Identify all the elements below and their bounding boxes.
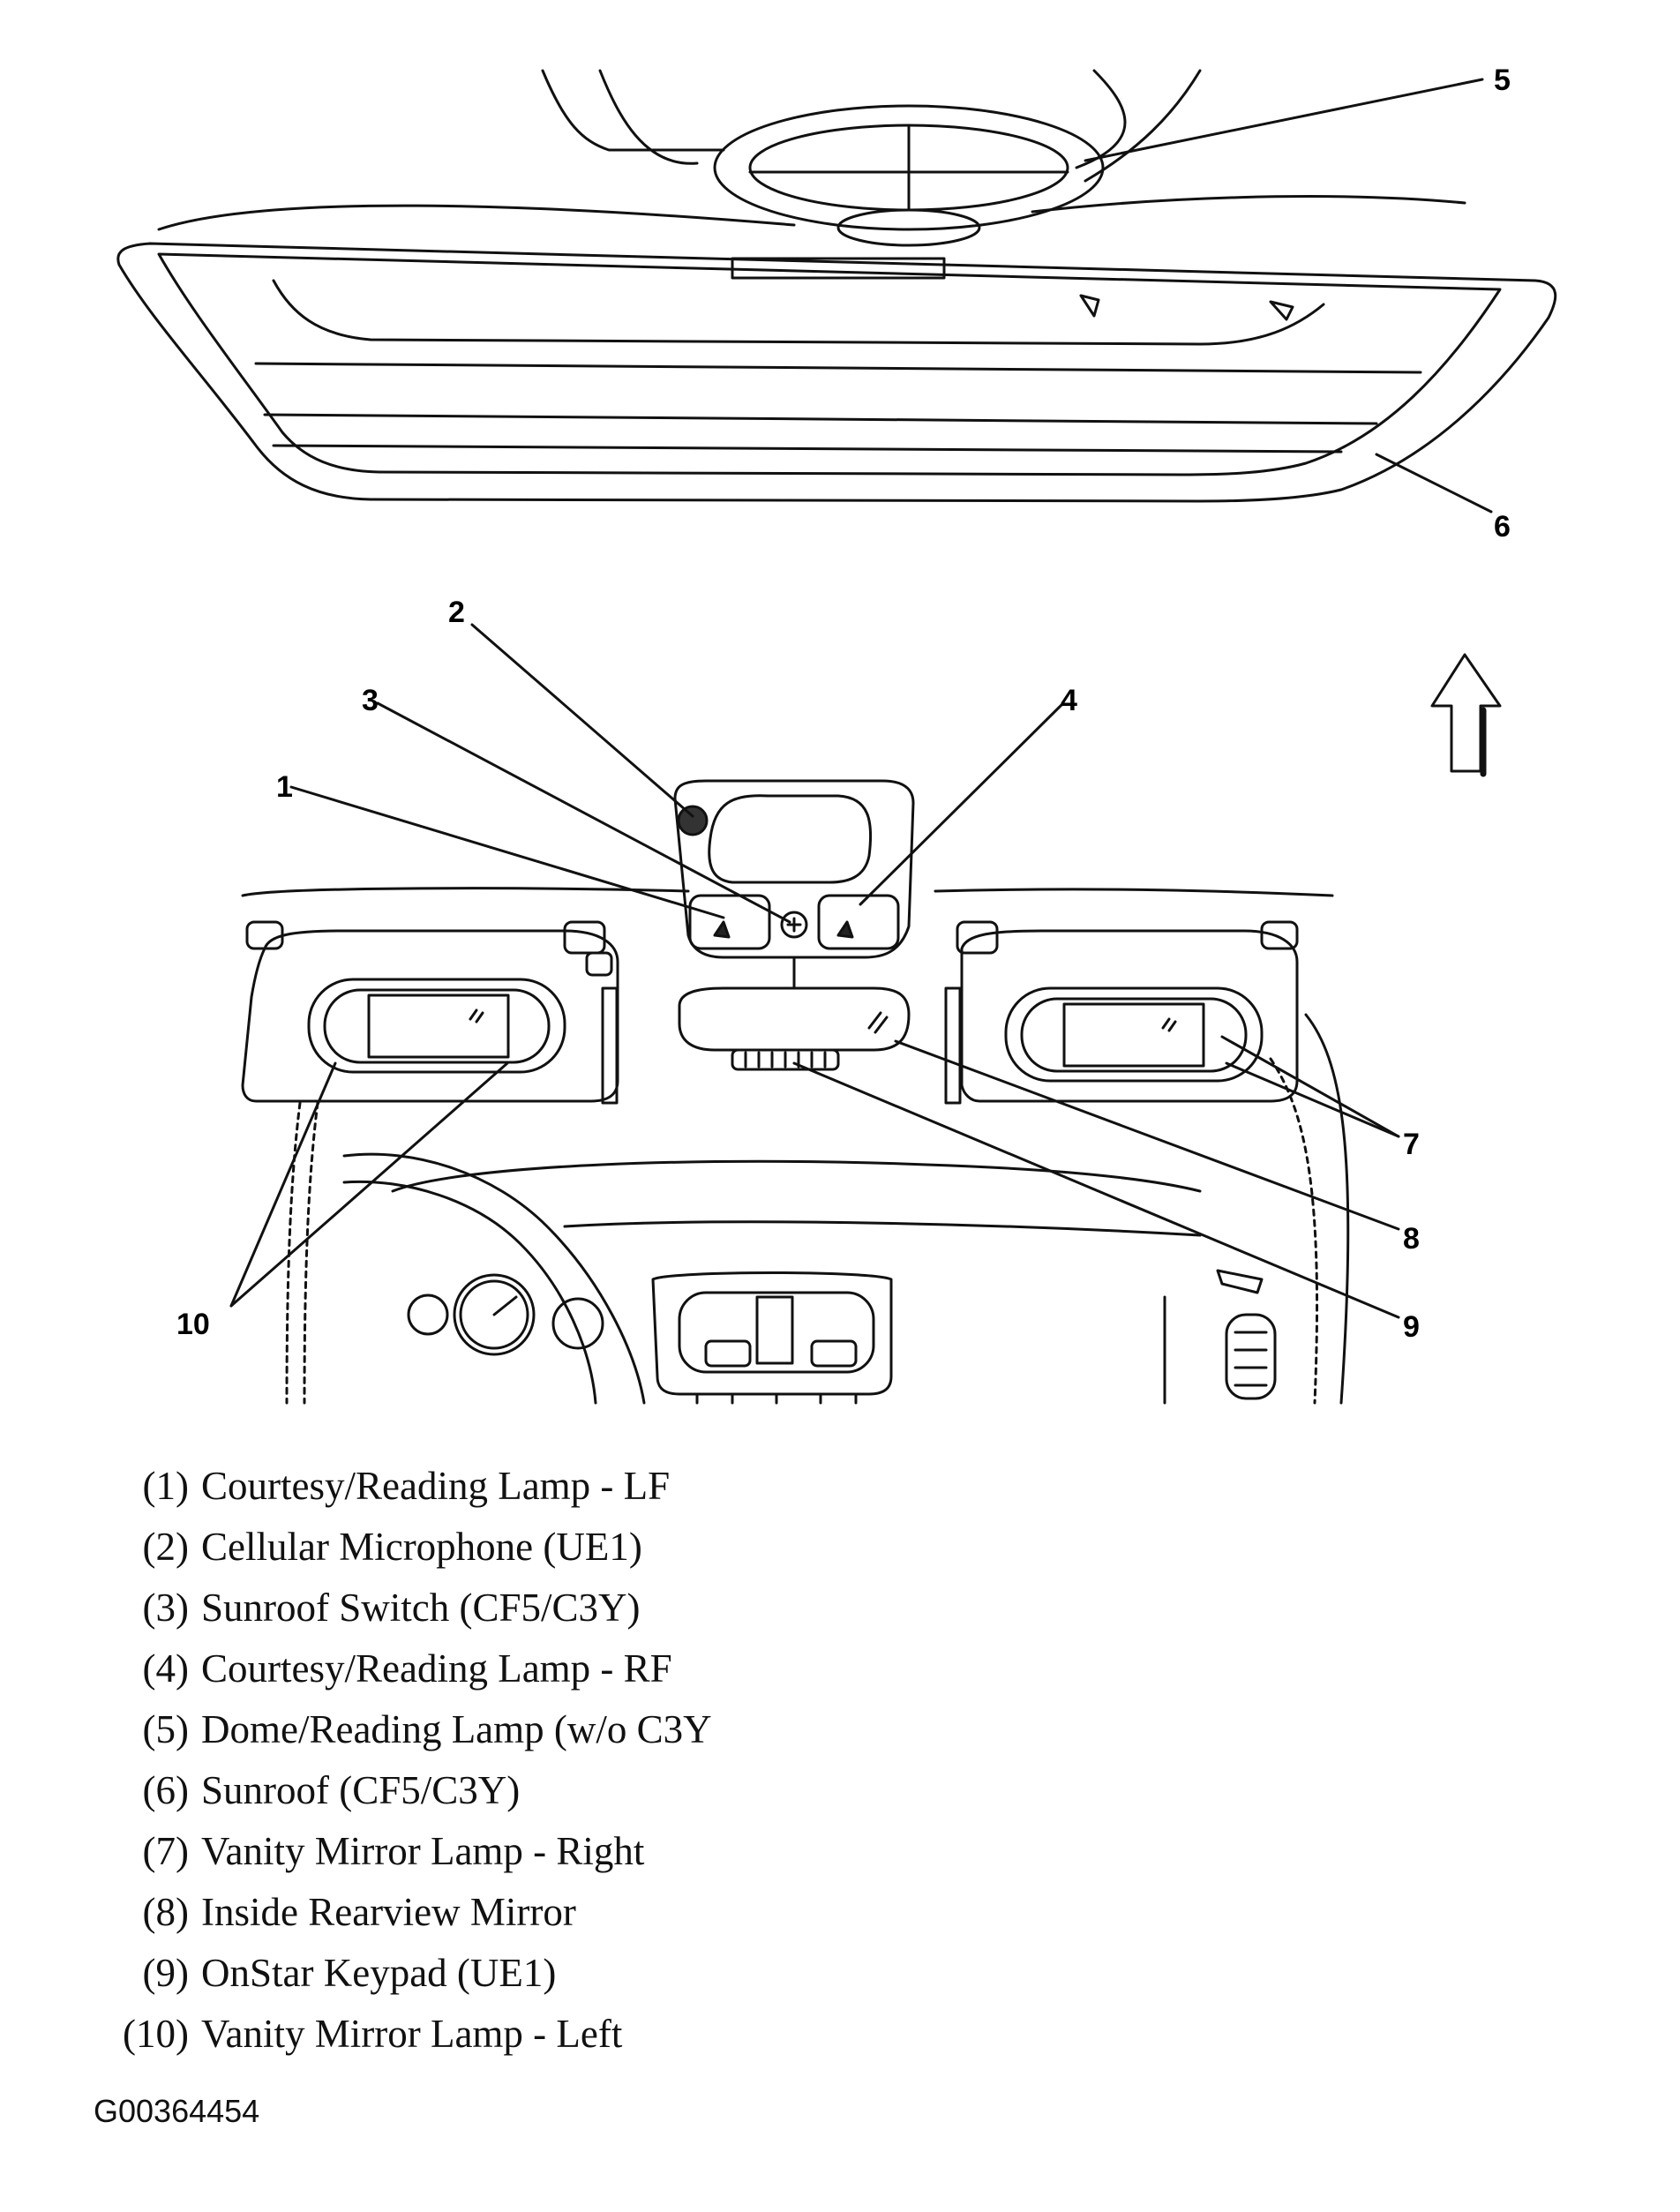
legend-item: (2)Cellular Microphone (UE1) bbox=[142, 1525, 642, 1569]
legend-item: (1)Courtesy/Reading Lamp - LF bbox=[142, 1464, 671, 1508]
callout-2: 2 bbox=[448, 596, 465, 629]
callout-labels: 1 2 3 4 5 6 7 8 9 10 bbox=[176, 64, 1511, 1344]
onstar-keypad bbox=[731, 1048, 840, 1071]
sunroof-panel bbox=[116, 242, 1557, 503]
leader-lines bbox=[229, 78, 1493, 1319]
legend-item: (6)Sunroof (CF5/C3Y) bbox=[142, 1768, 521, 1812]
callout-5: 5 bbox=[1494, 64, 1511, 97]
roof-interior-diagram: 1 2 3 4 5 6 7 8 9 10 bbox=[116, 64, 1557, 1405]
component-legend: (1)Courtesy/Reading Lamp - LF (2)Cellula… bbox=[104, 1456, 712, 2065]
callout-7: 7 bbox=[1403, 1128, 1420, 1161]
legend-item: (5)Dome/Reading Lamp (w/o C3Y bbox=[142, 1707, 712, 1751]
callout-3: 3 bbox=[362, 684, 379, 717]
legend-item: (4)Courtesy/Reading Lamp - RF bbox=[142, 1646, 672, 1691]
legend-item: (8)Inside Rearview Mirror bbox=[142, 1890, 576, 1934]
sunroof-view bbox=[116, 69, 1557, 503]
forward-arrow-icon bbox=[1430, 653, 1502, 777]
legend-item: (9)OnStar Keypad (UE1) bbox=[142, 1951, 557, 1995]
callout-9: 9 bbox=[1403, 1310, 1420, 1344]
inside-rearview-mirror bbox=[678, 956, 911, 1071]
callout-1: 1 bbox=[276, 770, 293, 804]
interior-view bbox=[241, 779, 1350, 1405]
legend-item: (10)Vanity Mirror Lamp - Left bbox=[123, 2012, 623, 2056]
callout-4: 4 bbox=[1061, 684, 1077, 717]
callout-6: 6 bbox=[1494, 510, 1511, 544]
dome-reading-lamp bbox=[713, 104, 1105, 247]
left-sun-visor bbox=[241, 920, 619, 1105]
legend-item: (7)Vanity Mirror Lamp - Right bbox=[142, 1829, 645, 1873]
figure-id: G00364454 bbox=[94, 2093, 260, 2129]
center-console bbox=[651, 1271, 893, 1405]
callout-8: 8 bbox=[1403, 1222, 1420, 1256]
legend-item: (3)Sunroof Switch (CF5/C3Y) bbox=[142, 1586, 641, 1630]
callout-10: 10 bbox=[176, 1308, 210, 1341]
right-sun-visor bbox=[944, 920, 1299, 1105]
overhead-console bbox=[673, 779, 915, 959]
